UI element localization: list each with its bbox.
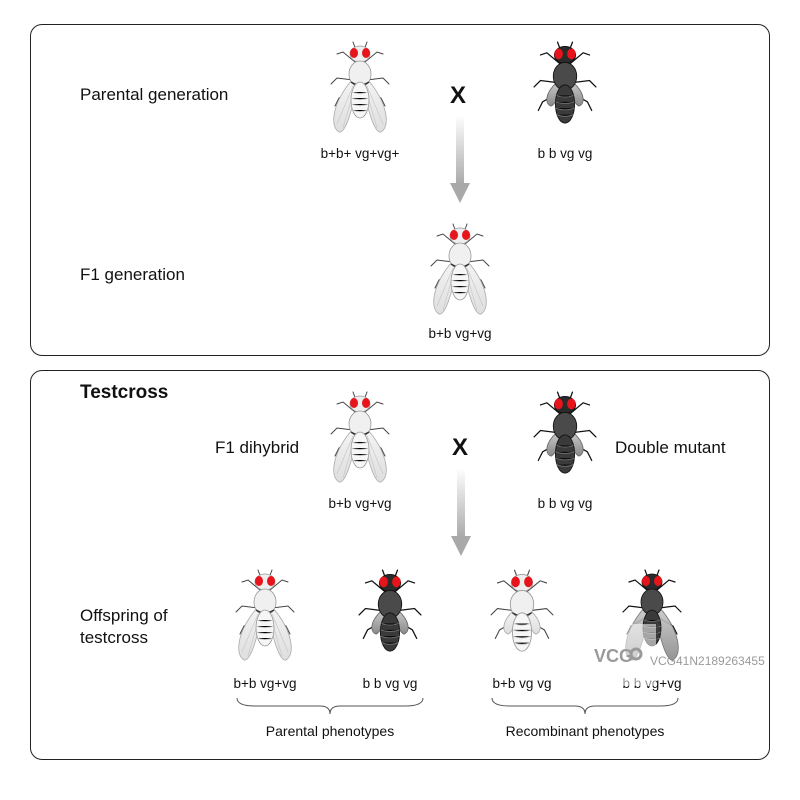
f1-dihybrid-fly-icon: [330, 391, 390, 483]
parental-brace-icon: [236, 697, 424, 715]
double-mutant-genotype: b b vg vg: [537, 146, 593, 161]
wild-type-genotype: b+b+ vg+vg+: [320, 146, 400, 161]
f1-fly-icon: [430, 223, 490, 315]
f1-genotype: b+b vg+vg: [428, 326, 492, 341]
watermark-logo: VCG: [576, 624, 656, 686]
double-mutant-fly-icon: [533, 41, 597, 124]
offspring-label-line1: Offspring of: [80, 606, 168, 625]
double-mutant-label: Double mutant: [615, 438, 726, 457]
f1-dihybrid-genotype: b+b vg+vg: [328, 496, 392, 511]
testcross-title: Testcross: [80, 382, 169, 403]
parental-generation-label: Parental generation: [80, 85, 229, 104]
recombinant-phenotypes-label: Recombinant phenotypes: [505, 723, 665, 739]
offspring-wild-fly-icon: [235, 569, 295, 661]
recombinant-brace-icon: [491, 697, 679, 715]
testcross-panel: [30, 370, 770, 760]
testcross-cross-symbol: X: [452, 434, 469, 461]
parental-phenotypes-label: Parental phenotypes: [265, 723, 395, 739]
watermark-id-text: VCG41N2189263455: [650, 654, 765, 668]
testcross-down-arrow-icon: [451, 468, 471, 556]
cross-symbol: X: [450, 82, 467, 109]
watermark-logo-text: VCG: [594, 646, 633, 666]
testcross-mutant-genotype: b b vg vg: [537, 496, 593, 511]
wild-type-fly-icon: [330, 41, 390, 133]
offspring-label-line2: testcross: [80, 628, 149, 647]
f1-generation-label: F1 generation: [80, 265, 185, 284]
down-arrow-icon: [450, 115, 470, 203]
offspring-genotype-3: b+b vg vg: [492, 676, 552, 691]
offspring-gray-vestigial-fly-icon: [490, 569, 554, 652]
offspring-genotype-2: b b vg vg: [362, 676, 418, 691]
f1-dihybrid-label: F1 dihybrid: [215, 438, 300, 457]
testcross-mutant-fly-icon: [533, 391, 597, 474]
offspring-genotype-1: b+b vg+vg: [233, 676, 297, 691]
parental-f1-panel: [30, 24, 770, 356]
offspring-mutant-fly-icon: [358, 569, 422, 652]
